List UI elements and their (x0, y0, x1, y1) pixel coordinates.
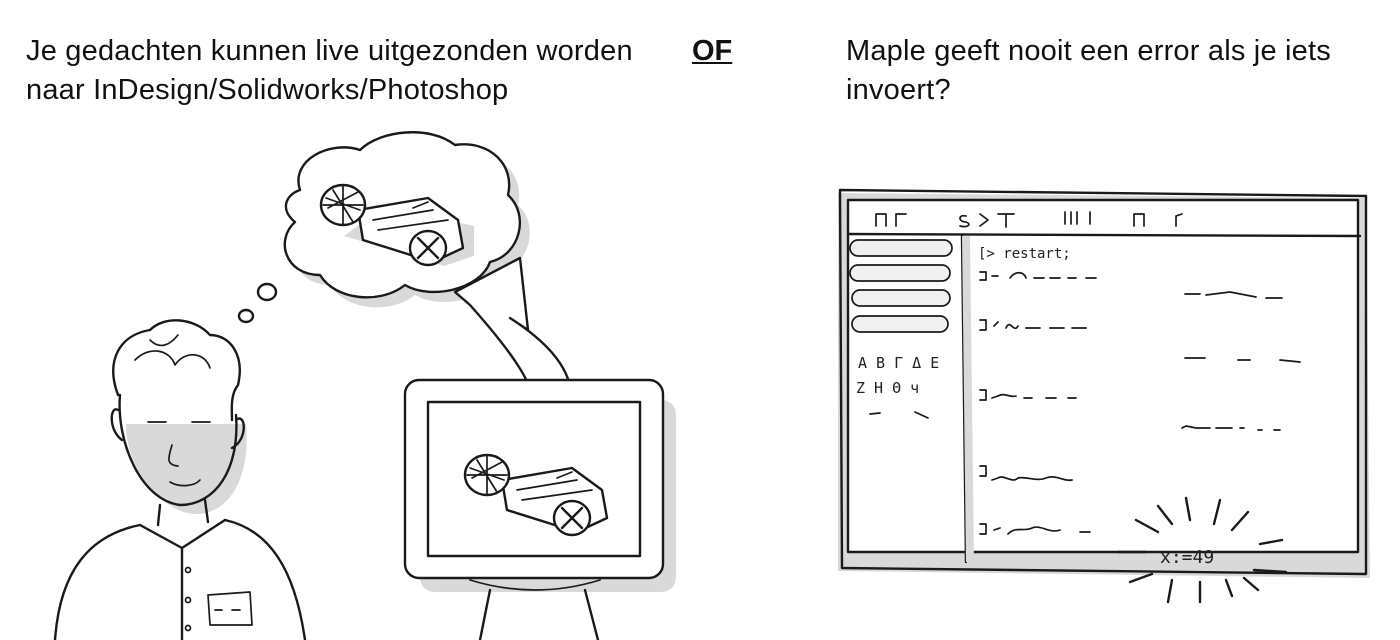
spark-burst-icon (1116, 496, 1288, 604)
command-restart: [> restart; (978, 246, 1071, 262)
left-option-line2: naar InDesign/Solidworks/Photoshop (26, 74, 509, 106)
worksheet-scribbles (979, 271, 1301, 535)
right-option-line1: Maple geeft nooit een error als je iets (846, 35, 1331, 67)
palette-pills (849, 239, 953, 333)
right-option-question: Maple geeft nooit een error als je iets … (846, 32, 1376, 110)
rc-car-icon (319, 183, 474, 267)
right-option-line2: invoert? (846, 74, 951, 106)
left-option-line1: Je gedachten kunnen live uitgezonden wor… (26, 35, 633, 67)
maple-window: A B Γ Δ E Z H Θ ч [> restart; (838, 188, 1370, 604)
palette-row2: Z H Θ ч (856, 379, 919, 397)
assignment-text: x:=49 (1160, 547, 1214, 568)
person-icon (53, 319, 307, 640)
palette-row1: A B Γ Δ E (858, 354, 939, 372)
toolbar-glyphs (875, 211, 1183, 228)
or-separator: OF (692, 35, 733, 67)
rc-car-on-screen-icon (463, 453, 609, 537)
left-option-question: Je gedachten kunnen live uitgezonden wor… (26, 32, 666, 110)
